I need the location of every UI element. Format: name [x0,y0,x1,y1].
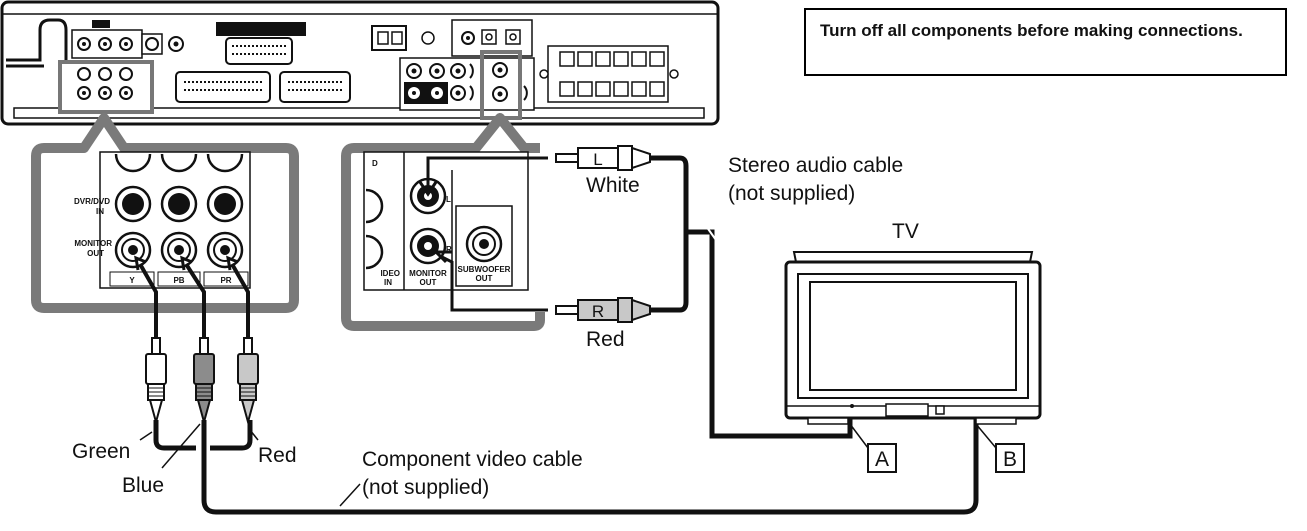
plug-l-label: L [593,150,602,169]
tv-label: TV [892,220,919,243]
component-video-cable-label: Component video cable(not supplied) [362,448,583,499]
dvr-dvd-in-jacks [114,185,244,223]
monitor-out-video-jacks [114,231,244,269]
receiver-rear-panel [0,0,720,126]
tv [784,251,1042,449]
safety-notice: Turn off all components before making co… [804,8,1287,76]
terminal-a-label: A [875,448,889,471]
tv-terminal-a: A [867,443,897,473]
jack-y-label: Y [129,276,135,285]
jack-pr-label: PR [220,276,231,285]
red-audio-plug: R [555,297,651,323]
red-audio-plug-label: Red [586,328,625,351]
jack-l-label: L [446,195,451,204]
red-video-plug-label: Red [258,444,297,467]
stereo-audio-cable-label: Stereo audio cable(not supplied) [728,154,903,205]
tv-terminal-b: B [995,443,1025,473]
white-audio-plug: L [555,145,651,171]
plug-r-label: R [592,302,604,321]
jack-r-label: R [446,245,452,254]
terminal-b-label: B [1003,448,1017,471]
blue-plug-label: Blue [122,474,164,497]
d-fragment-label: D [372,159,378,168]
stereo-audio-cable [418,155,853,439]
green-video-plug [145,337,167,426]
blue-video-plug [193,337,215,426]
green-plug-label: Green [72,440,130,463]
component-video-cable [134,255,979,515]
white-plug-label: White [586,174,640,197]
red-video-plug [237,337,259,426]
jack-pb-label: PB [173,276,184,285]
